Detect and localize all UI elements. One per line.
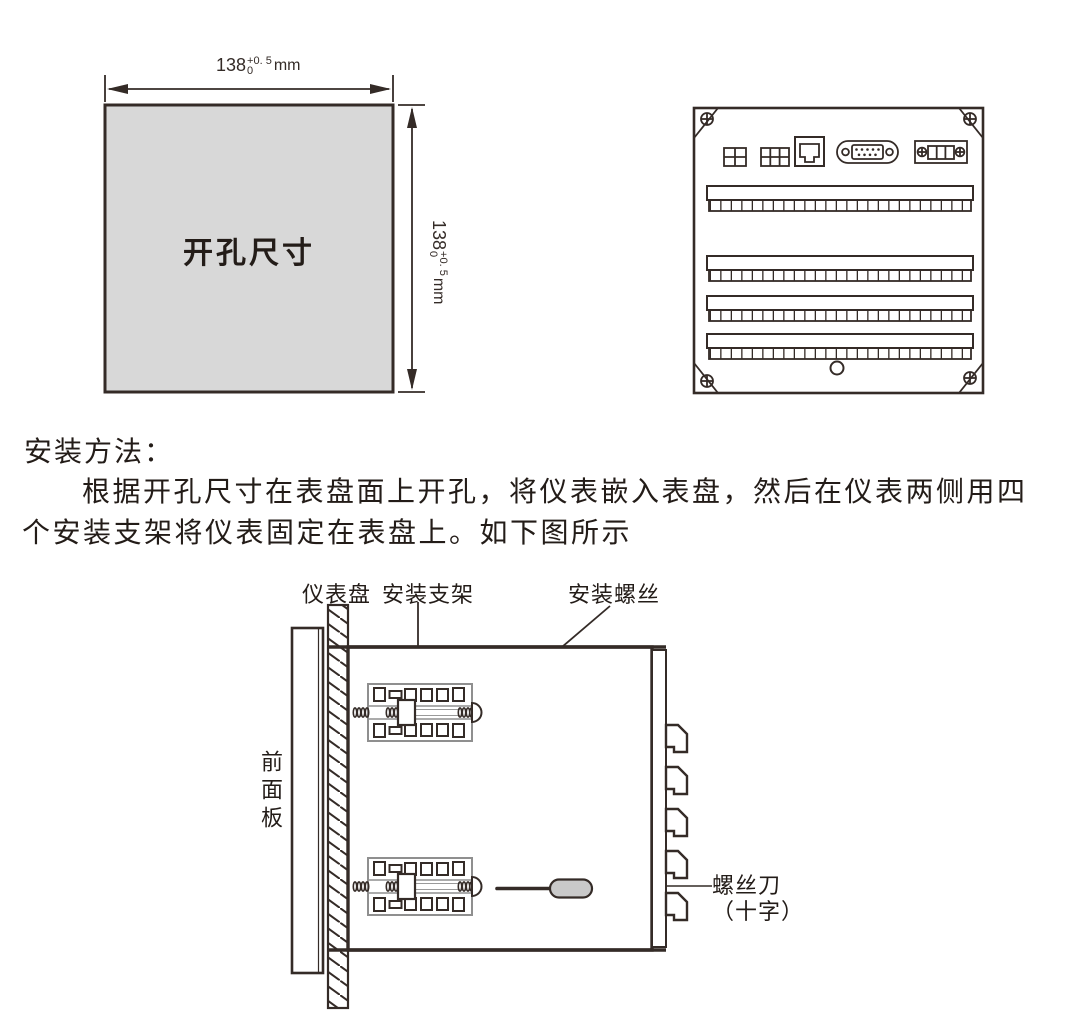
dim-tolerance: +0. 5 0 xyxy=(427,251,449,276)
height-dimension-arrow xyxy=(398,104,425,393)
instruction-line-1: 根据开孔尺寸在表盘面上开孔，将仪表嵌入表盘，然后在仪表两侧用四 xyxy=(82,477,1028,508)
bracket-label: 安装支架 xyxy=(382,582,475,607)
rear-cover-strip xyxy=(651,649,667,948)
lower-mounting-bracket xyxy=(352,856,483,917)
terminal-strip xyxy=(706,255,974,282)
screwdriver-icon xyxy=(495,878,594,899)
cutout-square xyxy=(103,103,395,394)
dim-value: 138 xyxy=(429,220,449,251)
instruction-line-2: 个安装支架将仪表固定在表盘上。如下图所示 xyxy=(22,518,633,549)
front-panel-bezel xyxy=(290,626,325,975)
rear-panel-outline xyxy=(692,106,985,395)
installation-diagram xyxy=(290,602,712,1010)
terminal-strip xyxy=(706,185,974,212)
screwdriver-label-name: 螺丝刀 xyxy=(712,873,782,898)
upper-mounting-bracket xyxy=(352,682,483,743)
rear-terminal-tabs xyxy=(664,723,689,922)
rj45-port-icon xyxy=(794,136,825,167)
install-method-heading: 安装方法： xyxy=(24,437,175,468)
terminal-strip xyxy=(706,333,974,360)
dim-unit: mm xyxy=(430,277,447,305)
cutout-label: 开孔尺寸 xyxy=(183,237,315,270)
front-panel-label: 前面板 xyxy=(258,750,283,834)
instrument-panel-wall xyxy=(326,603,350,1010)
bottom-hole xyxy=(829,360,845,376)
terminal-strip xyxy=(706,295,974,322)
screw-label: 安装螺丝 xyxy=(568,582,661,607)
two-pin-terminal-icon xyxy=(723,147,747,167)
dim-tolerance: +0. 5 0 xyxy=(247,55,272,77)
rear-panel-diagram xyxy=(692,106,985,395)
three-pin-terminal-icon xyxy=(760,147,790,167)
screwdriver-label-type: （十字） xyxy=(712,899,805,924)
power-terminal-icon xyxy=(914,140,968,164)
cutout-width-dimension: 138 +0. 5 0 mm xyxy=(216,55,301,77)
cutout-height-dimension: 138 +0. 5 0 mm xyxy=(427,220,449,305)
cutout-diagram xyxy=(103,75,425,394)
db9-serial-port-icon xyxy=(836,140,899,164)
corner-screw-icon xyxy=(700,112,977,388)
corner-bevels xyxy=(693,107,984,394)
screwdriver-label: 螺丝刀 （十字） xyxy=(712,873,804,925)
dim-value: 138 xyxy=(216,55,247,75)
panel-label: 仪表盘 xyxy=(302,582,372,607)
dim-unit: mm xyxy=(273,57,301,74)
width-dimension-arrow xyxy=(104,75,394,102)
